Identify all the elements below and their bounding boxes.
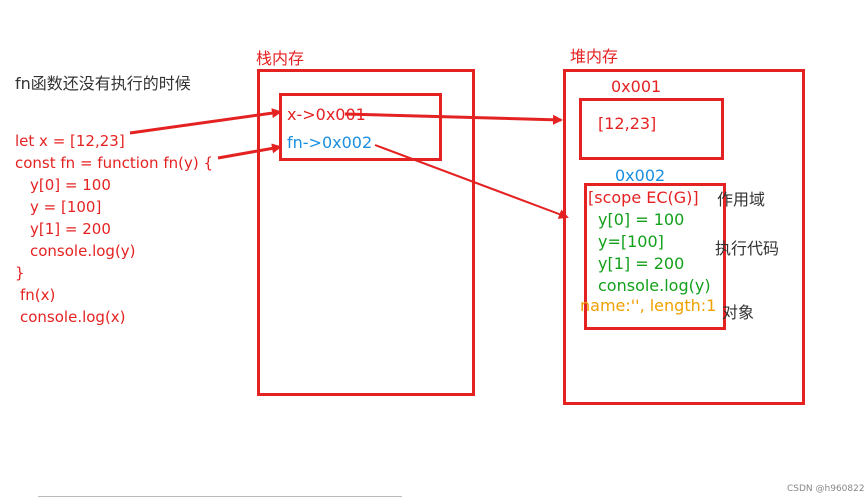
arrow-stack-fn-to-heap: [374, 144, 569, 219]
stack-title: 栈内存: [256, 49, 305, 68]
heap-address-0x002: 0x002: [615, 166, 666, 185]
heap-memory-box: [563, 69, 805, 405]
heap-address-0x001: 0x001: [611, 77, 662, 96]
stack-memory-box: [257, 69, 475, 396]
arrow-code-fn-to-stack: [217, 143, 282, 160]
bottom-divider: [38, 496, 402, 497]
heap-object-array-value: [12,23]: [598, 114, 657, 133]
function-body-line: y[1] = 200: [598, 254, 685, 273]
code-line: fn(x): [20, 286, 56, 304]
heap-function-box: [584, 183, 726, 330]
heap-title: 堆内存: [570, 47, 619, 66]
code-line: y[1] = 200: [30, 220, 111, 238]
heap-object-array-box: [579, 98, 724, 160]
label-code: 执行代码: [715, 239, 780, 258]
function-body-line: y[0] = 100: [598, 210, 685, 229]
label-object: 对象: [722, 303, 755, 322]
function-body-line: console.log(y): [598, 276, 711, 295]
code-line: const fn = function fn(y) {: [15, 154, 214, 172]
code-line: console.log(x): [20, 308, 126, 326]
code-line: }: [15, 264, 25, 282]
function-scope: [scope EC(G)]: [588, 188, 699, 207]
code-line: y[0] = 100: [30, 176, 111, 194]
arrow-stack-x-to-heap: [344, 112, 563, 125]
watermark: CSDN @h960822: [787, 484, 865, 494]
code-line: let x = [12,23]: [15, 132, 125, 150]
stack-entry-x: x->0x001: [287, 105, 366, 124]
diagram-heading: fn函数还没有执行的时候: [15, 74, 191, 93]
stack-frame-box: [279, 93, 442, 161]
arrow-code-x-to-stack: [129, 108, 282, 135]
code-line: y = [100]: [30, 198, 102, 216]
function-props: name:'', length:1: [580, 296, 717, 315]
function-body-line: y=[100]: [598, 232, 664, 251]
stack-entry-fn: fn->0x002: [287, 133, 373, 152]
label-scope: 作用域: [717, 190, 766, 209]
code-line: console.log(y): [30, 242, 136, 260]
